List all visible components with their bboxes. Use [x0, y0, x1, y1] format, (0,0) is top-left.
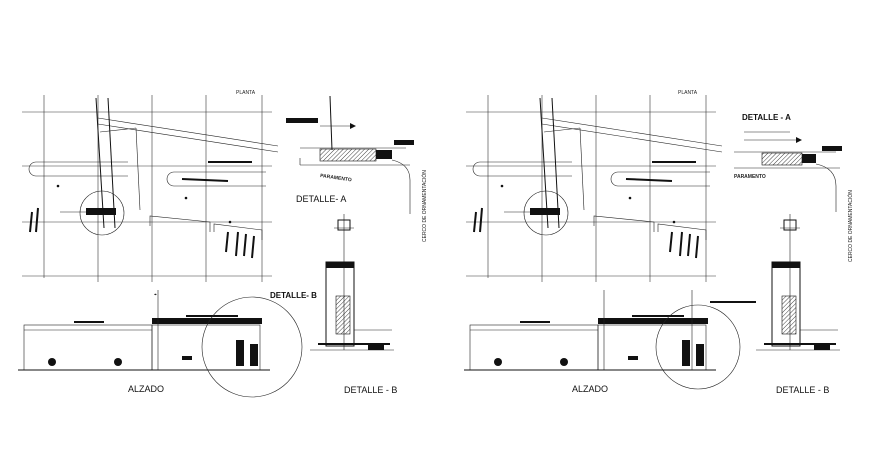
- elevation-left: ⌖ ALZADO: [18, 290, 303, 398]
- svg-text:⌖: ⌖: [154, 292, 157, 298]
- detalle-b-label: DETALLE - B: [776, 385, 829, 395]
- site-plan-left: PLANTA: [22, 90, 279, 282]
- planta-label: PLANTA: [236, 90, 256, 96]
- sheet-right: PLANTA DETALLE - A PARAMENTO CERCO DE OR…: [464, 90, 854, 395]
- elevation-right: ALZADO: [464, 290, 756, 394]
- detail-a-left: PARAMENTO DETALLE- A CERCO DE ORNAMENTAC…: [286, 95, 428, 242]
- site-plan-right: PLANTA: [466, 90, 723, 282]
- detail-b-left: DETALLE- B DETALLE - B: [270, 214, 397, 395]
- planta-label: PLANTA: [678, 90, 698, 96]
- paramento-label: PARAMENTO: [320, 173, 352, 183]
- sheet-left: PLANTA PARAMENTO DETALLE- A CERCO DE ORN…: [18, 90, 428, 398]
- detalle-b-header: DETALLE- B: [270, 291, 317, 300]
- detalle-a-label: DETALLE- A: [296, 194, 346, 204]
- vertical-note: CERCO DE ORNAMENTACIÓN: [421, 170, 428, 242]
- detalle-b-label: DETALLE - B: [344, 385, 397, 395]
- alzado-label: ALZADO: [128, 384, 164, 394]
- vertical-note: CERCO DE ORNAMENTACIÓN: [847, 190, 854, 262]
- detalle-a-label: DETALLE - A: [742, 113, 791, 122]
- alzado-label: ALZADO: [572, 384, 608, 394]
- paramento-label: PARAMENTO: [734, 174, 766, 180]
- detail-a-right: DETALLE - A PARAMENTO CERCO DE ORNAMENTA…: [734, 113, 854, 262]
- detail-b-right: DETALLE - B: [756, 214, 840, 395]
